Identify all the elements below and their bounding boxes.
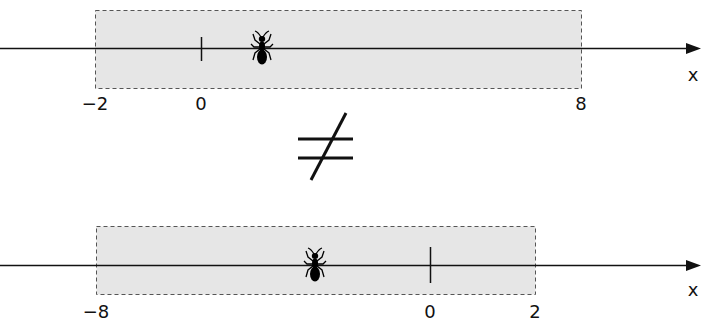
tick-label: 0 [195, 94, 206, 114]
axis-arrow [686, 260, 701, 271]
not-equal-symbol [298, 113, 353, 180]
axis-arrow [686, 43, 701, 54]
ant-icon [251, 31, 273, 65]
interval-box [96, 11, 582, 89]
ant-icon [304, 248, 326, 282]
interval-box [97, 227, 536, 295]
axis-label: x [688, 280, 699, 300]
tick-label: −2 [82, 94, 109, 114]
tick-label: 2 [529, 302, 540, 322]
tick-label: 0 [424, 302, 435, 322]
tick-mark [430, 247, 432, 283]
x-axis [0, 48, 690, 50]
tick-label: −8 [83, 302, 110, 322]
tick-label: 8 [575, 94, 586, 114]
tick-mark [201, 37, 203, 61]
axis-label: x [688, 65, 699, 85]
x-axis [0, 265, 690, 267]
